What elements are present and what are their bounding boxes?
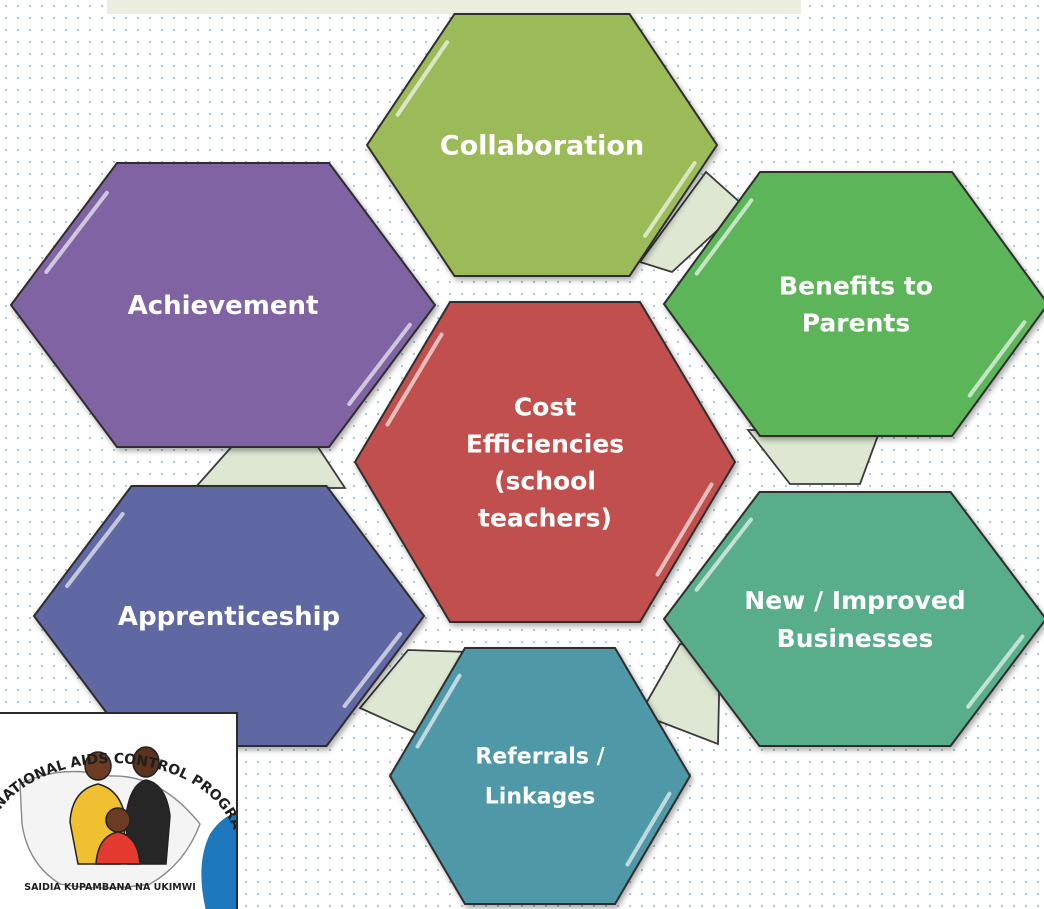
hexagon-label-achievement: Achievement — [128, 291, 319, 321]
hexagon-apprenticeship: Apprenticeship — [32, 485, 426, 747]
hexagon-highlight — [967, 320, 1027, 398]
hexagon-highlight — [342, 632, 403, 708]
connector-3 — [746, 429, 882, 485]
hexagon-referrals: Referrals / Linkages — [388, 647, 692, 905]
hexagon-highlight — [44, 190, 109, 274]
hexagon-shape-business — [662, 491, 1044, 747]
hexagon-label-benefits: Benefits to — [779, 271, 933, 300]
logo-bottom-text: SAIDIA KUPAMBANA NA UKIMWI — [24, 882, 196, 893]
hexagon-highlight — [395, 40, 450, 117]
hexagon-collaboration: Collaboration — [365, 13, 719, 277]
hexagon-highlight — [347, 322, 412, 406]
family-figures — [69, 746, 171, 865]
hexagon-label-business: Businesses — [777, 624, 934, 653]
hexagon-label-collaboration: Collaboration — [440, 130, 644, 161]
hexagon-shape-benefits — [662, 171, 1044, 437]
hexagon-highlight — [625, 791, 672, 867]
hexagon-highlight — [65, 512, 125, 588]
hexagon-label-cost: teachers) — [478, 503, 612, 532]
hexagon-achievement: Achievement — [9, 162, 437, 448]
hexagon-highlight — [655, 482, 714, 577]
hexagon-highlight — [415, 673, 462, 749]
hexagon-highlight — [643, 161, 697, 238]
hexagon-shape-referrals — [388, 647, 692, 905]
water-shape — [201, 812, 236, 909]
hexagon-shape-cost — [353, 301, 737, 623]
connector-2 — [192, 443, 347, 489]
hexagon-label-cost: Cost — [514, 392, 576, 421]
hexagon-highlight — [694, 517, 753, 592]
hexagon-label-apprenticeship: Apprenticeship — [118, 602, 340, 632]
hexagon-label-cost: (school — [494, 466, 596, 495]
hexagon-label-referrals: Linkages — [485, 785, 595, 810]
hexagon-highlight — [694, 198, 754, 276]
hexagon-label-cost: Efficiencies — [466, 429, 624, 458]
hexagon-highlight — [385, 332, 444, 427]
hexagon-shape-collaboration — [365, 13, 719, 277]
hexagon-label-benefits: Parents — [802, 308, 910, 337]
title-band — [107, 0, 801, 14]
hexagon-label-business: New / Improved — [744, 586, 965, 615]
hexagon-shape-achievement — [9, 162, 437, 448]
hexagon-benefits: Benefits to Parents — [662, 171, 1044, 437]
hexagon-highlight — [966, 634, 1025, 709]
programme-logo: NATIONAL AIDS CONTROL PROGRAMME SAIDIA K… — [0, 712, 238, 909]
connectors — [192, 170, 882, 746]
hexagon-label-referrals: Referrals / — [475, 745, 605, 770]
